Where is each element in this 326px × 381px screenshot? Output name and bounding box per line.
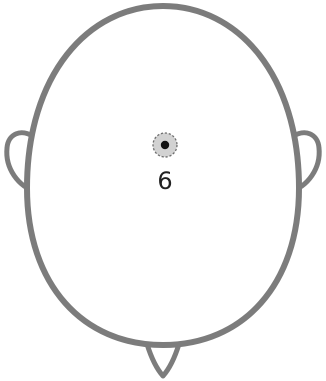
- nose: [147, 344, 179, 376]
- acupoint-dot: [161, 141, 169, 149]
- acupoint-label: 6: [157, 167, 172, 195]
- acupoint-marker: [153, 133, 177, 157]
